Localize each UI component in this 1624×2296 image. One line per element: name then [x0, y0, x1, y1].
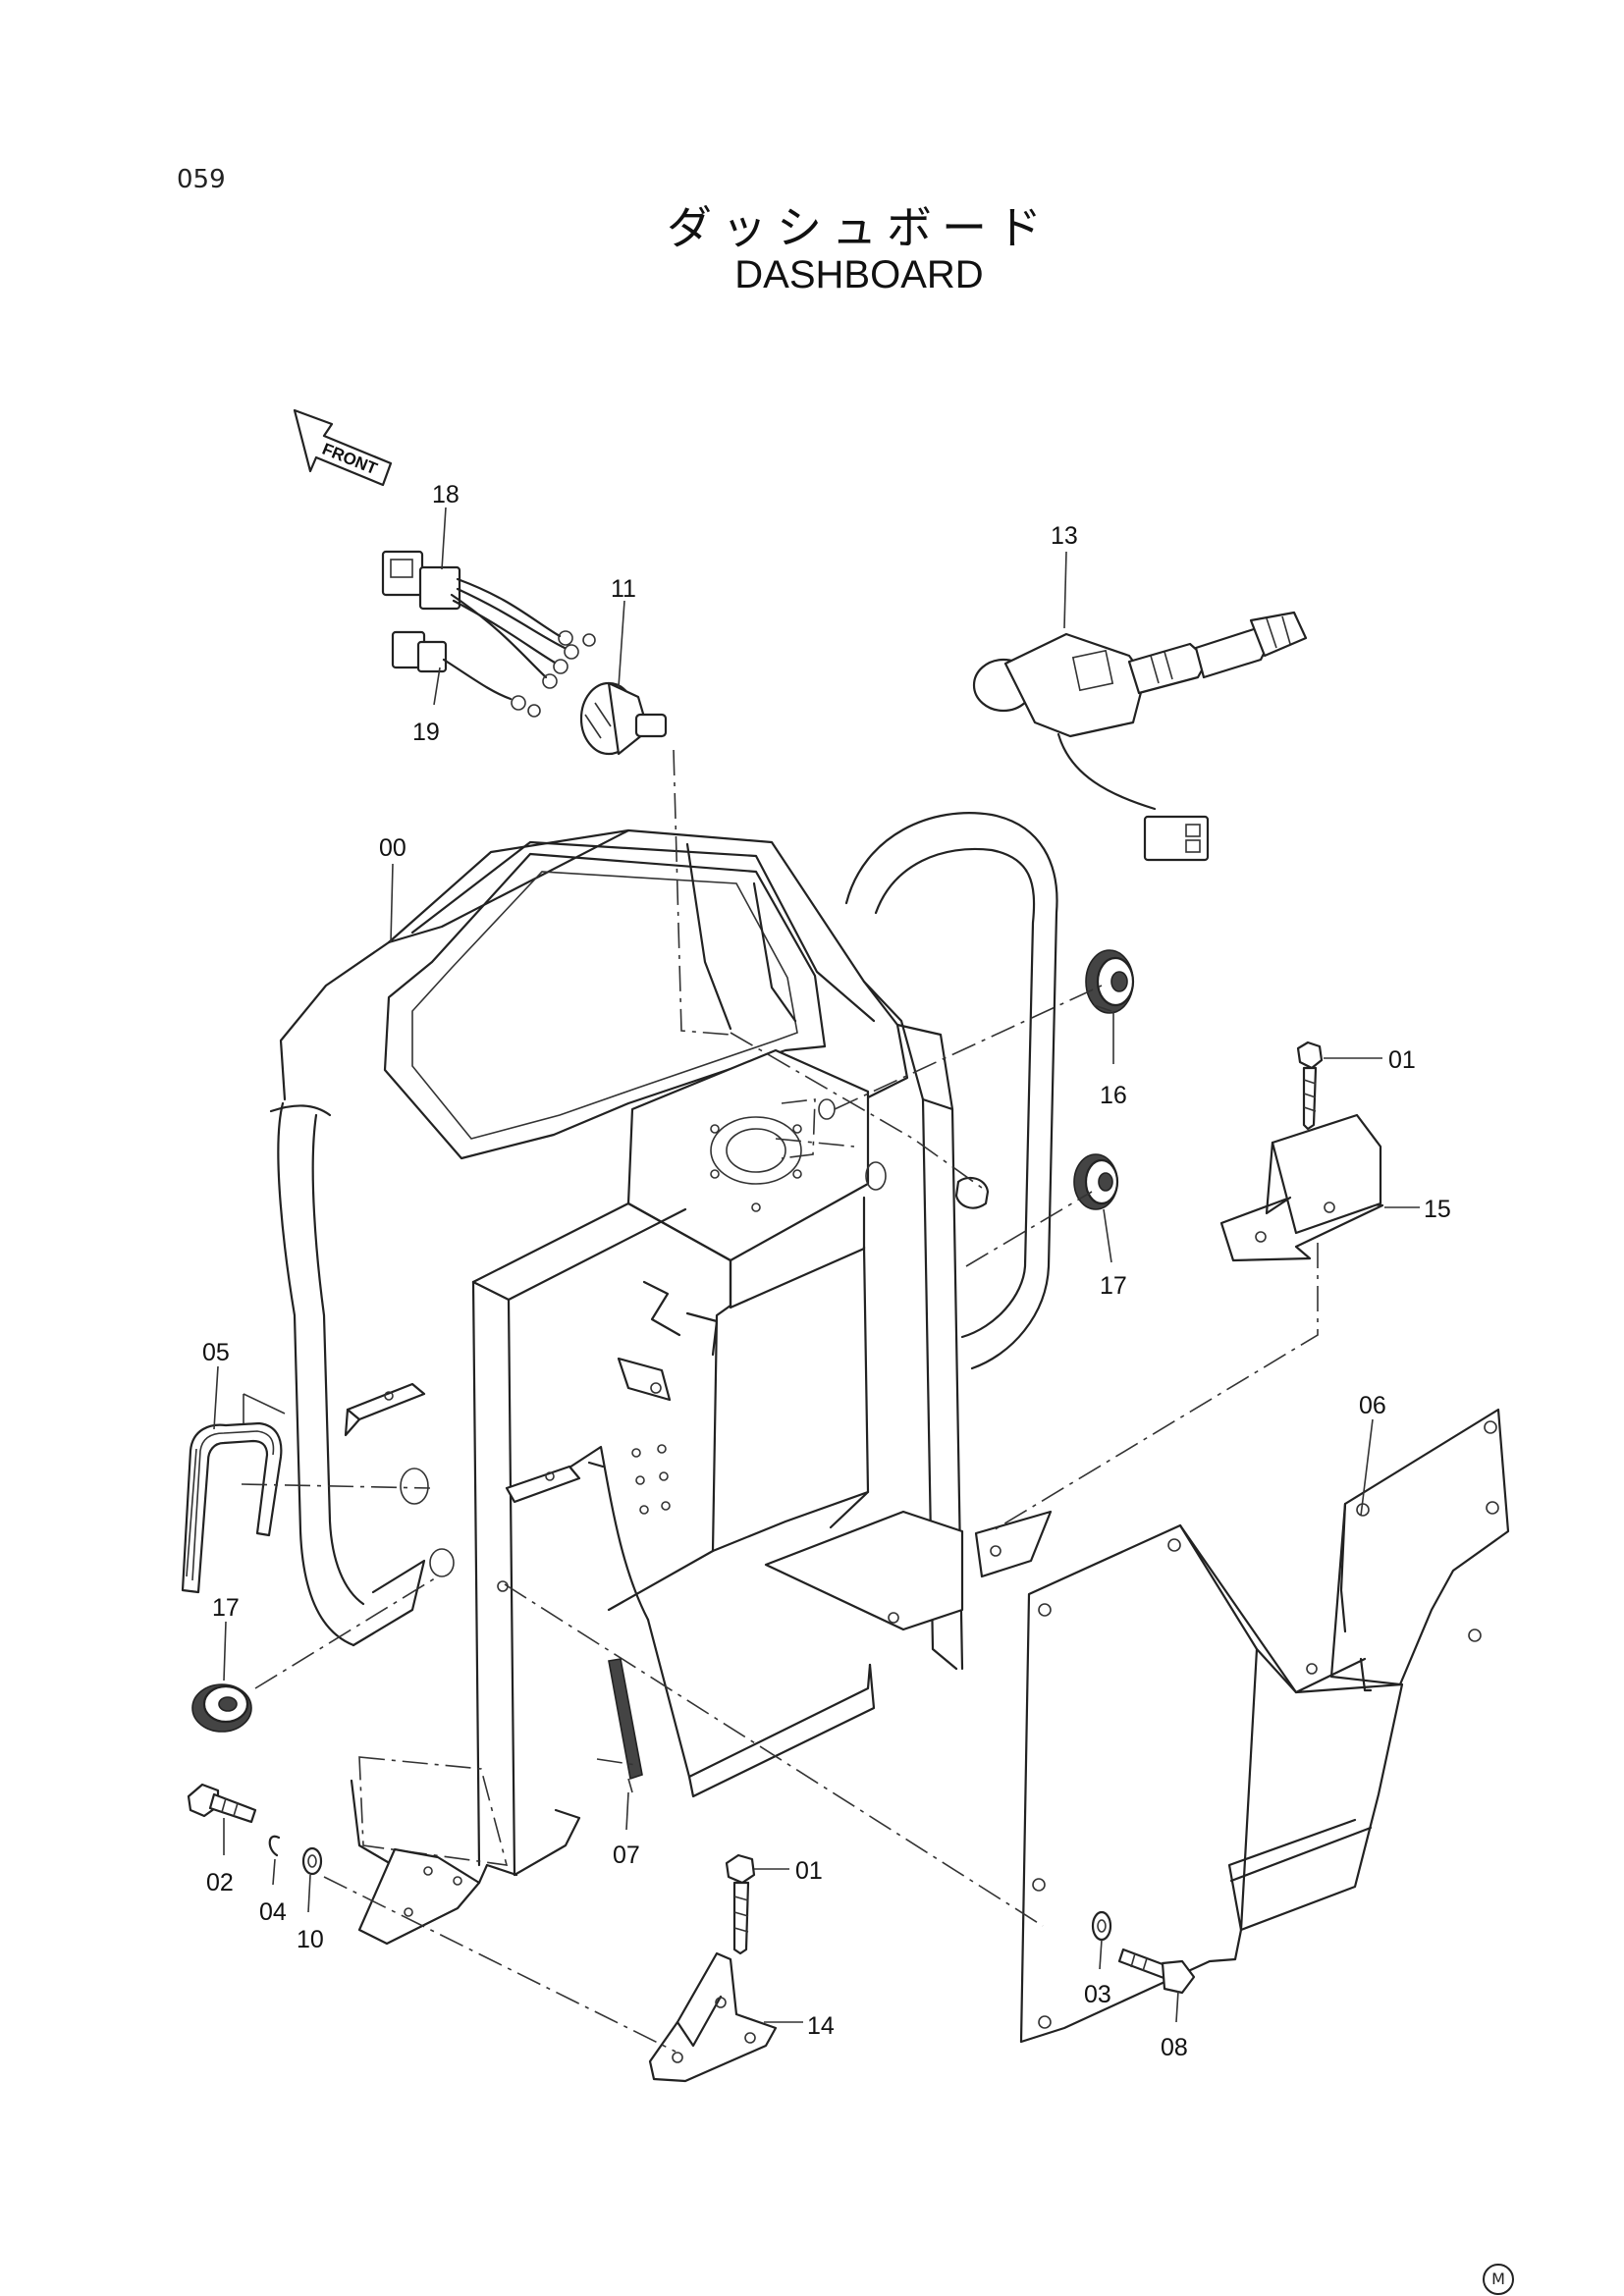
leader-lines — [213, 507, 1420, 2023]
edge-trim-drawing — [181, 1393, 286, 1594]
grommet-16-drawing — [1085, 949, 1135, 1014]
dashboard-frame-drawing — [269, 812, 1058, 1946]
callout-numbers: 18 19 11 13 00 01 16 15 17 06 05 17 02 0… — [202, 481, 1451, 2061]
bracket-15-drawing — [1219, 1113, 1384, 1262]
seal-strip-drawing — [608, 1658, 643, 1793]
callout-08: 08 — [1161, 2034, 1188, 2061]
bolt-02-drawing — [187, 1783, 257, 1824]
bracket-14-drawing — [648, 1951, 778, 2083]
callout-10: 10 — [297, 1926, 324, 1953]
callout-05: 05 — [202, 1339, 230, 1366]
clip-04-drawing — [268, 1835, 281, 1857]
washer-10-drawing — [301, 1846, 323, 1876]
callout-17-upper: 17 — [1100, 1272, 1127, 1300]
callout-04: 04 — [259, 1898, 287, 1926]
callout-03: 03 — [1084, 1981, 1111, 2008]
lever-switch-drawing — [972, 611, 1308, 862]
front-arrow-label: FRONT — [319, 440, 380, 479]
callout-02: 02 — [206, 1869, 234, 1896]
callout-06: 06 — [1359, 1392, 1386, 1419]
callout-00: 00 — [379, 834, 406, 862]
title-english: DASHBOARD — [734, 253, 984, 296]
grommet-17-lower-drawing — [191, 1683, 252, 1733]
callout-17-lower: 17 — [212, 1594, 240, 1622]
bolt-01-upper-drawing — [1296, 1041, 1324, 1131]
callout-15: 15 — [1424, 1196, 1451, 1223]
title-japanese: ダッシュボード — [667, 201, 1052, 254]
callout-19: 19 — [412, 719, 440, 746]
bolt-08-drawing — [1117, 1948, 1196, 1995]
wiring-harness-drawing — [381, 550, 596, 718]
grommet-17-upper-drawing — [1073, 1153, 1119, 1210]
callout-01-lower: 01 — [795, 1857, 823, 1885]
callout-18: 18 — [432, 481, 460, 508]
callout-13: 13 — [1051, 522, 1078, 550]
key-switch-drawing — [579, 681, 668, 756]
callout-01-upper: 01 — [1388, 1046, 1416, 1074]
callout-11: 11 — [611, 575, 636, 603]
page-number: 059 — [177, 165, 226, 194]
front-arrow-icon: FRONT — [293, 408, 393, 487]
washer-03-drawing — [1091, 1910, 1112, 1942]
callout-16: 16 — [1100, 1082, 1127, 1109]
callout-14: 14 — [807, 2012, 835, 2040]
callout-07: 07 — [613, 1842, 640, 1869]
cover-panel-drawing — [1019, 1408, 1510, 2044]
bolt-01-lower-drawing — [725, 1853, 756, 1955]
assembly-lines — [241, 749, 1319, 2053]
manufacturer-mark-icon: M — [1483, 2264, 1514, 2295]
